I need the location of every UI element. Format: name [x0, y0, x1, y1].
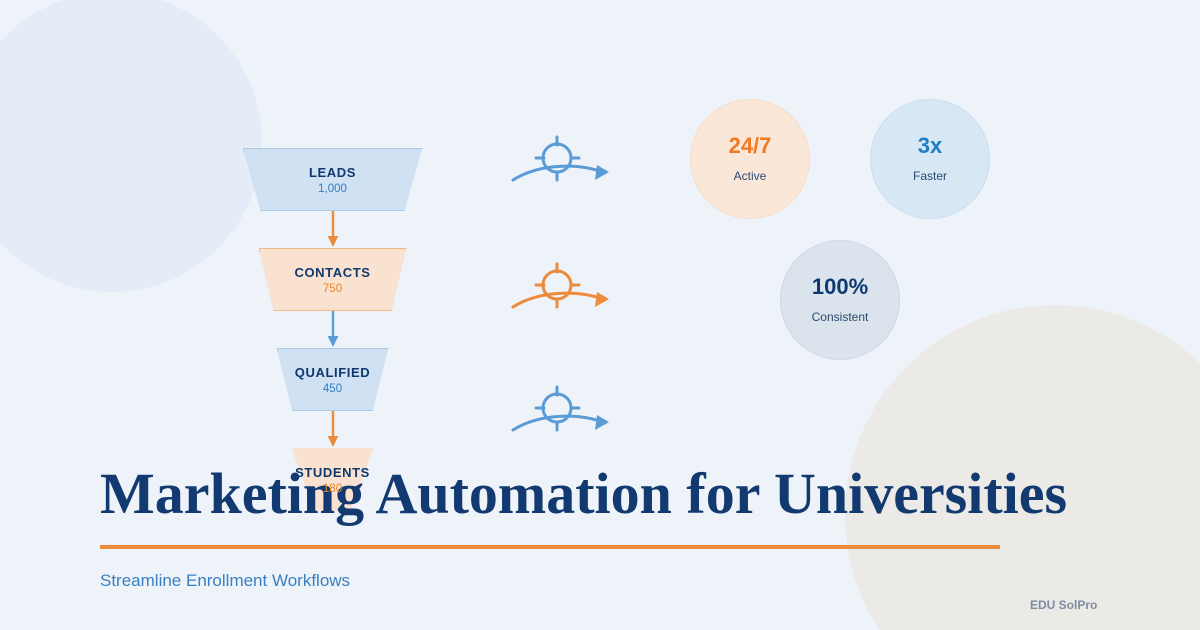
background-circle-top-left [0, 0, 262, 292]
brand-label: EDU SolPro [1030, 598, 1098, 612]
funnel-stage-qualified: QUALIFIED 450 [215, 348, 450, 411]
stat-label-consistent: Consistent [811, 310, 869, 324]
funnel-label-students: STUDENTS [295, 464, 370, 480]
funnel-value-qualified: 450 [322, 382, 343, 395]
funnel-shape-leads: LEADS 1,000 [242, 148, 423, 211]
funnel-label-qualified: QUALIFIED [294, 364, 371, 380]
automation-gear-arrow-3-icon [505, 375, 615, 450]
funnel-arrow-qualified-to-students [215, 411, 450, 448]
stat-circle-consistent: 100% Consistent [780, 240, 900, 360]
funnel-trapezoid-qualified [276, 348, 389, 411]
funnel-value-students: 180 [322, 482, 343, 495]
funnel-arrow-contacts-to-qualified [215, 311, 450, 348]
funnel-shape-qualified: QUALIFIED 450 [276, 348, 389, 411]
funnel-trapezoid-leads [242, 148, 423, 211]
page-title: Marketing Automation for Universities [100, 461, 1068, 526]
stat-value-active: 24/7 [728, 133, 772, 158]
enrollment-funnel: LEADS 1,000 CONTACTS 750 QUALIFIED 450 [215, 148, 450, 511]
stat-label-faster: Faster [912, 169, 947, 183]
automation-gear-arrow-1-icon [505, 125, 615, 200]
funnel-shape-contacts: CONTACTS 750 [258, 248, 407, 311]
funnel-label-leads: LEADS [308, 164, 357, 180]
stat-value-faster: 3x [917, 133, 943, 158]
funnel-stage-students: STUDENTS 180 [215, 448, 450, 511]
funnel-trapezoid-contacts [258, 248, 407, 311]
page-subtitle: Streamline Enrollment Workflows [100, 571, 351, 590]
stat-circle-active: 24/7 Active [690, 99, 810, 219]
stat-label-active: Active [733, 169, 767, 183]
title-underline-rule [100, 545, 1000, 549]
funnel-value-leads: 1,000 [318, 182, 347, 195]
stat-circle-faster: 3x Faster [870, 99, 990, 219]
funnel-stage-contacts: CONTACTS 750 [215, 248, 450, 311]
headline-block: Marketing Automation for Universities St… [100, 465, 1200, 591]
funnel-shape-students: STUDENTS 180 [291, 448, 374, 511]
funnel-value-contacts: 750 [322, 282, 343, 295]
funnel-arrow-leads-to-contacts [215, 211, 450, 248]
funnel-label-contacts: CONTACTS [294, 264, 371, 280]
funnel-stage-leads: LEADS 1,000 [215, 148, 450, 211]
stat-value-consistent: 100% [811, 274, 869, 299]
automation-gear-arrow-2-icon [505, 252, 615, 327]
